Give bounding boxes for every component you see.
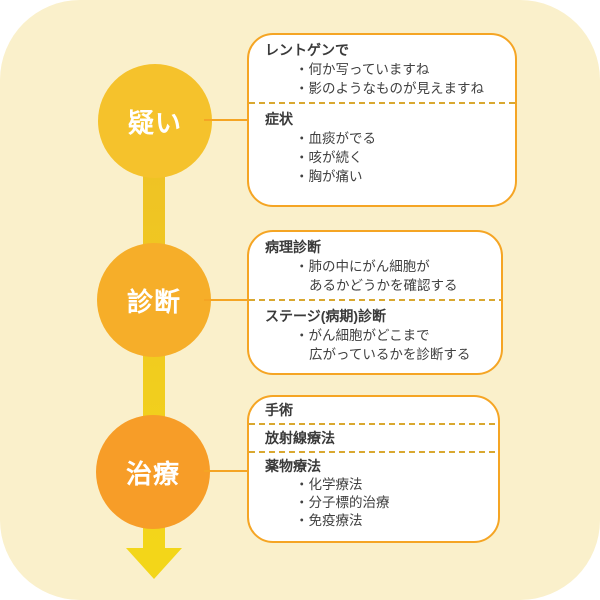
bullet-item: ・免疫療法 [295,513,363,528]
stage-label-diagnosis: 診断 [126,286,181,317]
dashed-divider [249,451,498,453]
dashed-divider [249,102,515,104]
section-title: 薬物療法 [265,458,321,474]
dashed-divider [249,423,498,425]
dashed-divider [249,299,501,301]
down-arrow-icon [126,548,182,579]
bullet-item: ・分子標的治療 [295,495,390,510]
bullet-item: ・肺の中にがん細胞が [295,259,430,274]
bullet-item: ・何か写っていますね [295,62,430,77]
info-box-diagnosis: 病理診断 ・肺の中にがん細胞が あるかどうかを確認する ステージ(病期)診断 ・… [247,230,503,375]
stage-circle-treatment: 治療 [96,415,210,529]
section-surgery: 手術 [249,397,498,423]
section-radiation: 放射線療法 [249,425,498,451]
stage-circle-diagnosis: 診断 [97,243,211,357]
bullet-item-continuation: 広がっているかを診断する [309,347,471,362]
stage-label-treatment: 治療 [125,458,180,489]
bullet-item-continuation: あるかどうかを確認する [309,278,458,293]
section-title: ステージ(病期)診断 [265,308,387,324]
section-title: 放射線療法 [265,430,335,446]
connector-line-diagnosis [204,299,249,301]
info-box-suspicion: レントゲンで ・何か写っていますね ・影のようなものが見えますね 症状 ・血痰が… [247,33,517,207]
section-pathology: 病理診断 ・肺の中にがん細胞が あるかどうかを確認する [249,232,501,299]
bullet-item: ・血痰がでる [295,131,376,146]
section-title: 病理診断 [265,239,321,255]
stage-circle-suspicion: 疑い [98,64,212,178]
section-xray: レントゲンで ・何か写っていますね ・影のようなものが見えますね [249,35,515,102]
bullet-item: ・化学療法 [295,477,363,492]
section-title: 手術 [265,402,293,418]
bullet-item: ・胸が痛い [295,169,363,184]
connector-line-suspicion [204,119,249,121]
bullet-item: ・がん細胞がどこまで [295,328,430,343]
section-symptoms: 症状 ・血痰がでる ・咳が続く ・胸が痛い [249,104,515,190]
bullet-item: ・影のようなものが見えますね [295,81,484,96]
section-title: 症状 [265,111,293,127]
section-title: レントゲンで [265,42,349,58]
bullet-item: ・咳が続く [295,150,363,165]
section-drug-therapy: 薬物療法 ・化学療法 ・分子標的治療 ・免疫療法 [249,453,498,533]
info-box-treatment: 手術 放射線療法 薬物療法 ・化学療法 ・分子標的治療 ・免疫療法 [247,395,500,543]
section-stage-diagnosis: ステージ(病期)診断 ・がん細胞がどこまで 広がっているかを診断する [249,301,501,368]
connector-line-treatment [204,470,249,472]
stage-label-suspicion: 疑い [127,107,182,138]
